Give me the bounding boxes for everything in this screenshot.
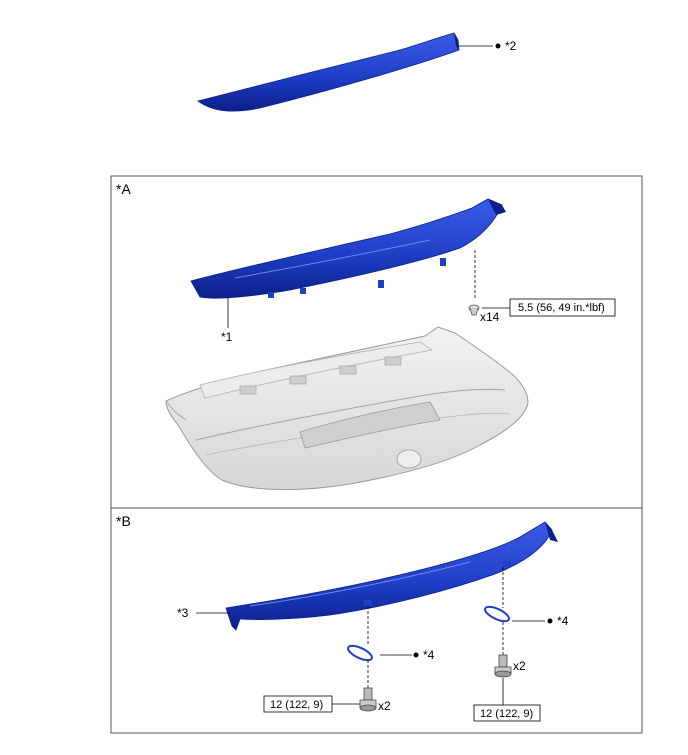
gasket-right-label: *4 (557, 614, 569, 628)
callout-top-spoiler: *2 (459, 39, 517, 53)
bolt-left-quantity: x2 (378, 699, 391, 713)
torque-box-a (509, 298, 616, 317)
torque-b-left-text: 12 (122, 9) (270, 699, 323, 711)
bolt-right (498, 654, 508, 668)
torque-b-right-text: 12 (122, 9) (480, 708, 533, 720)
bolt-right-quantity: x2 (513, 659, 526, 673)
gasket-right (484, 605, 510, 623)
top-spoiler (197, 32, 460, 112)
clip-quantity: x14 (480, 310, 500, 324)
spoiler-b-label: *3 (177, 606, 189, 620)
gasket-left-label: *4 (423, 648, 435, 662)
bolt-left (363, 687, 373, 701)
callout-spoiler-a: *1 (221, 297, 233, 344)
right-fastener-chain (484, 567, 512, 678)
torque-a-text: 5.5 (56, 49 in.*lbf) (518, 302, 605, 314)
clip-fastener (468, 250, 480, 316)
torque-box-b-right (473, 704, 541, 722)
gasket-left (347, 644, 373, 662)
callout-spoiler-b: *3 (177, 606, 230, 620)
left-fastener-chain (347, 606, 377, 712)
spoiler-a-label: *1 (221, 330, 233, 344)
spoiler-panel-a (190, 198, 506, 299)
trunk-lid (165, 326, 529, 491)
spoiler-panel-b (225, 521, 558, 631)
panel-b-title: *B (116, 513, 131, 529)
torque-box-b-left (263, 695, 333, 713)
panel-b-frame (110, 507, 643, 734)
top-spoiler-label: *2 (505, 39, 517, 53)
panel-a-title: *A (116, 181, 131, 197)
